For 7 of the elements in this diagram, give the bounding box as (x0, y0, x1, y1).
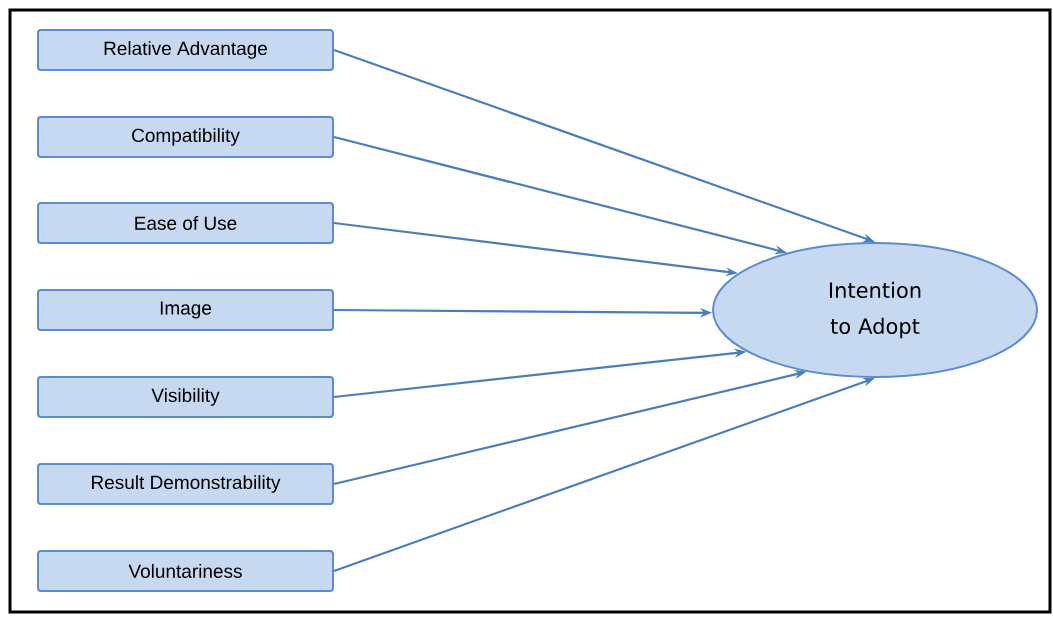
factor-box: Voluntariness (37, 550, 334, 592)
factor-box: Visibility (37, 376, 334, 418)
factor-box: Image (37, 289, 334, 331)
factor-box: Result Demonstrability (37, 463, 334, 505)
factor-box: Compatibility (37, 116, 334, 158)
factor-box: Ease of Use (37, 202, 334, 244)
factor-box: Relative Advantage (37, 29, 334, 71)
